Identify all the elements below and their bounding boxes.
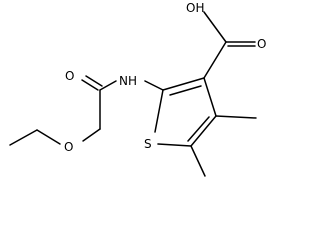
bond-ether-o-ch2 xyxy=(82,128,101,142)
bond-ethyl-ch2-o xyxy=(36,129,61,145)
atom-label-amide-nh: NH xyxy=(119,74,137,88)
atom-label-carboxyl-oh: OH xyxy=(186,1,204,15)
bond-ring-c2-c3-inner xyxy=(169,85,202,96)
atom-label-carboxyl-o: O xyxy=(257,37,266,51)
bond-ring-c3-c4 xyxy=(203,77,217,117)
bond-c3-carboxyl-c xyxy=(203,41,227,79)
atom-label-ether-o: O xyxy=(64,140,73,154)
bond-ring-c4-c5 xyxy=(190,115,217,147)
bond-ring-c4-c5-inner xyxy=(187,116,210,142)
atom-label-ring-s: S xyxy=(144,137,152,151)
bond-amide-c-o-2 xyxy=(85,75,103,87)
bond-c4-methyl xyxy=(215,115,257,119)
bond-ethyl-ch3-ch2 xyxy=(9,129,38,146)
atom-label-amide-o: O xyxy=(65,69,74,83)
bond-amide-c-o-1 xyxy=(81,79,99,91)
bond-carboxyl-c-oh xyxy=(203,11,227,43)
bond-ring-s-c2 xyxy=(154,89,164,133)
bond-ring-c5-s xyxy=(157,143,192,147)
molecule-structure-diagram: OH O NH O O S xyxy=(9,1,266,177)
bond-c5-methyl xyxy=(190,145,206,177)
bond-ring-c2-c3 xyxy=(162,77,205,91)
bond-carbonyl-nh xyxy=(99,80,117,91)
bond-nh-ring-c2 xyxy=(144,80,164,91)
